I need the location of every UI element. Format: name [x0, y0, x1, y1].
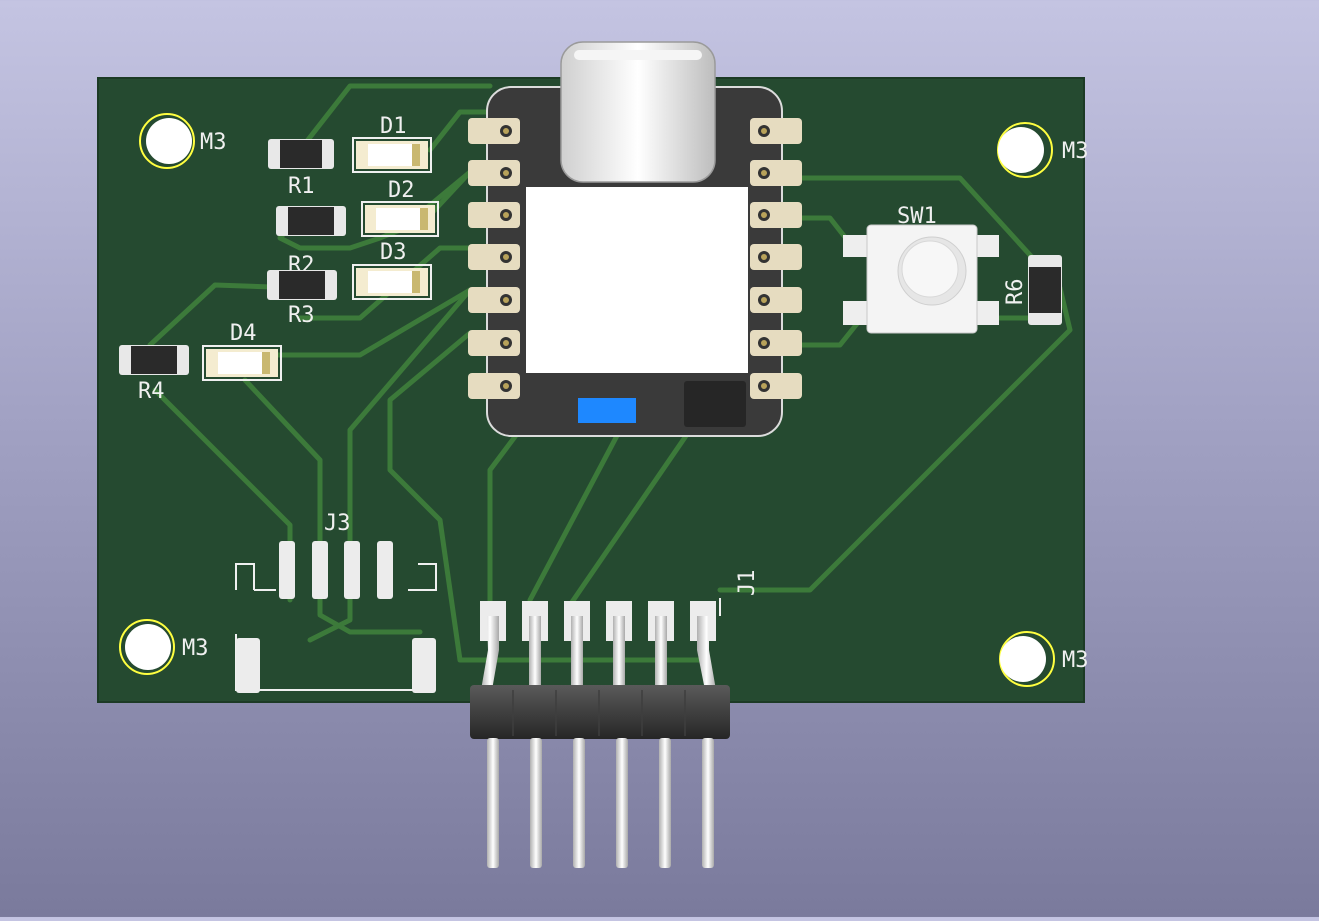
mounting-hole-top-right	[997, 122, 1053, 178]
castellated-pads-right	[750, 118, 802, 399]
connector-j3	[235, 541, 437, 693]
m3-label-bottom-left: M3	[182, 636, 209, 661]
usb-c-connector-icon	[560, 41, 716, 183]
d3-label: D3	[380, 240, 407, 265]
resistor-r3	[267, 270, 337, 300]
led-d2	[361, 201, 439, 237]
m3-label-bottom-right: M3	[1062, 648, 1089, 673]
j1-label: J1	[735, 570, 760, 597]
pin-header-icon	[470, 598, 730, 868]
r3-label: R3	[288, 303, 315, 328]
castellated-pads-left	[468, 118, 520, 399]
resistor-r4	[119, 345, 189, 375]
resistor-r1	[268, 139, 334, 169]
r1-label: R1	[288, 174, 315, 199]
d2-label: D2	[388, 178, 415, 203]
d1-label: D1	[380, 114, 407, 139]
resistor-r6	[1028, 255, 1062, 325]
j3-label: J3	[324, 511, 351, 536]
r6-label: R6	[1003, 279, 1028, 306]
m3-label-top-left: M3	[200, 130, 227, 155]
copper-traces	[147, 83, 1073, 663]
mounting-hole-top-left	[139, 113, 195, 169]
resistor-r2	[276, 206, 346, 236]
tactile-switch-icon	[843, 224, 999, 334]
mounting-hole-bottom-left	[119, 619, 175, 675]
sw1-label: SW1	[897, 204, 937, 229]
r4-label: R4	[138, 379, 165, 404]
led-d1	[352, 137, 432, 173]
m3-label-top-right: M3	[1062, 139, 1089, 164]
led-d3	[352, 264, 432, 300]
status-led	[578, 398, 636, 423]
mounting-hole-bottom-right	[999, 631, 1055, 687]
d4-label: D4	[230, 321, 257, 346]
led-d4	[202, 345, 282, 381]
